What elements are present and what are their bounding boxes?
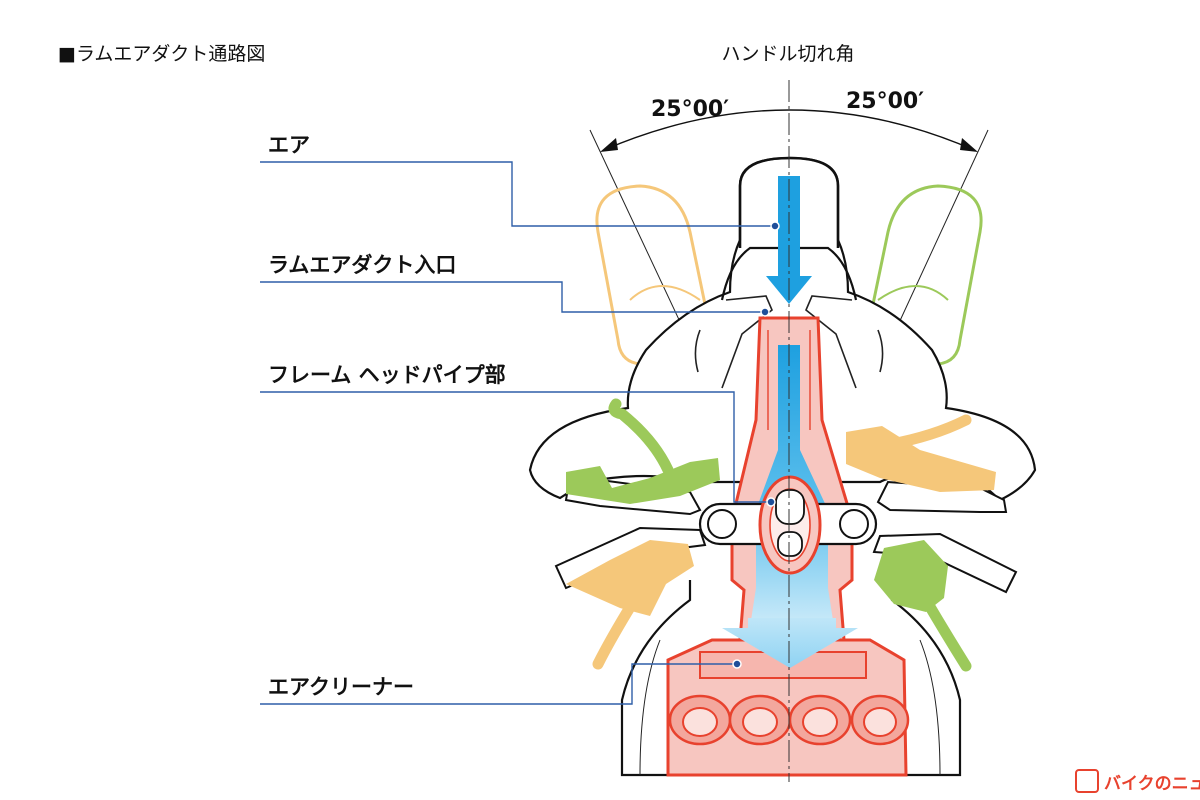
throttle-bores (682, 707, 897, 737)
left-angle-value: 25°00′ (651, 97, 729, 122)
steering-stem-lower (777, 531, 803, 557)
steering-stem-upper (775, 489, 805, 525)
leader-head-pipe (260, 391, 770, 503)
right-switch-yellow (846, 426, 996, 492)
right-angle-value: 25°00′ (846, 89, 924, 114)
leader-air (260, 161, 774, 227)
watermark-logo-icon (1075, 769, 1099, 793)
leader-duct-inlet (260, 281, 764, 313)
left-lever-green (608, 398, 674, 476)
left-switch-green (566, 458, 720, 504)
label-air: エア (268, 133, 310, 157)
left-switch-yellow (566, 540, 694, 616)
arc-arrow-left (600, 138, 618, 152)
air-flow-arrow-large (722, 618, 858, 668)
arc-arrow-right (960, 138, 978, 152)
right-switch-green (874, 540, 948, 612)
site-watermark: バイクのニュース (1075, 769, 1200, 794)
leader-air-cleaner (260, 663, 736, 705)
tank-inner-line (639, 639, 941, 776)
front-headlight-cowl (738, 156, 840, 248)
right-turn-cowl-inner (877, 285, 949, 301)
diagram-title: ■ラムエアダクト通路図 (58, 43, 265, 65)
duct-inner-line (767, 330, 811, 430)
leader-dot-duct-inlet (760, 307, 770, 317)
right-turn-cowl (864, 184, 983, 366)
watermark-text: バイクのニュース (1104, 774, 1200, 794)
steering-angle-label: ハンドル切れ角 (721, 43, 854, 65)
label-head-pipe: フレーム ヘッドパイプ部 (268, 363, 506, 387)
left-turn-cowl-inner (629, 285, 701, 301)
leader-dot-head-pipe (766, 497, 776, 507)
steering-angle-arc (603, 109, 975, 151)
label-air-cleaner: エアクリーナー (268, 675, 414, 699)
fairing-shoulder-right (805, 295, 884, 389)
fairing-shoulder-left (694, 295, 773, 389)
leader-dot-air-cleaner (732, 659, 742, 669)
leader-dot-air (770, 221, 780, 231)
left-turn-cowl (595, 184, 714, 366)
label-duct-inlet: ラムエアダクト入口 (268, 253, 456, 277)
